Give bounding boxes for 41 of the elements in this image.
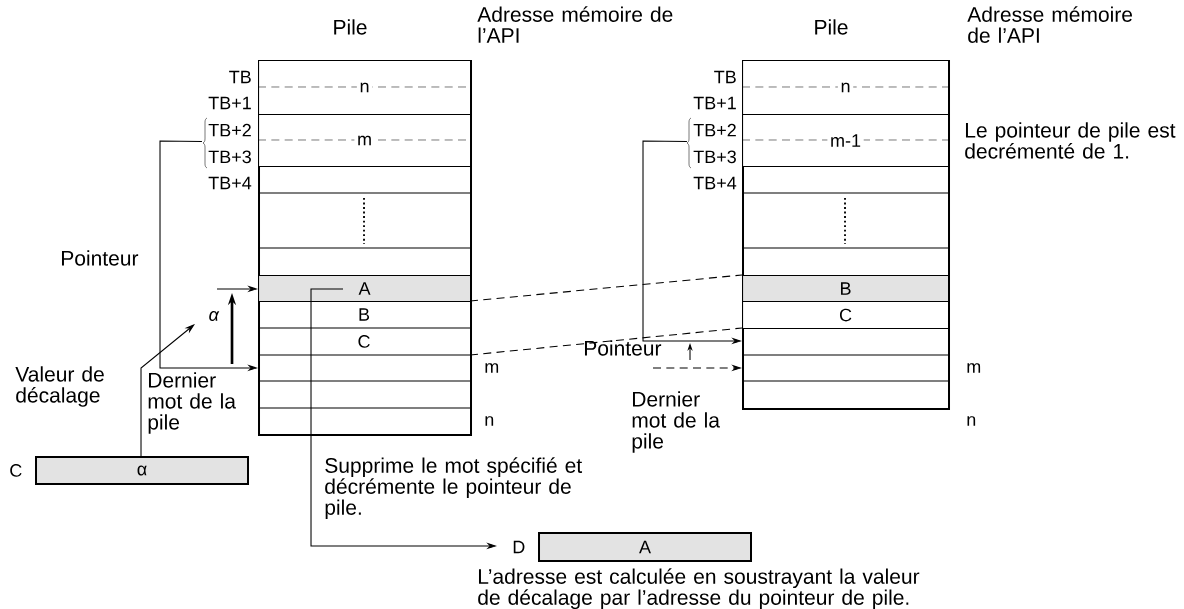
note-text: L’adresse est calculée en soustrayant la valeur de décalage par l’adresse du pointeur de pile. <box>478 568 920 609</box>
note-text: Adresse mémoire de l’API <box>477 6 673 43</box>
stack-cell: C <box>358 335 370 348</box>
register-label: C <box>10 464 22 477</box>
stack-cell: m <box>257 114 472 168</box>
dashed-line <box>469 327 743 356</box>
register-label: D <box>513 540 525 554</box>
note-text: Dernier mot de la pile <box>632 391 720 453</box>
register-box: α <box>35 456 249 485</box>
stack-cell: A <box>258 275 472 303</box>
stack-cell: B <box>742 275 950 303</box>
braced-address-label: TB+2 TB+3 <box>686 117 736 169</box>
address-label: TB+4 <box>693 176 737 190</box>
note-text: Dernier mot de la pile <box>148 372 236 434</box>
dashed-line <box>469 274 743 302</box>
note-text: Pointeur <box>585 340 662 356</box>
note-text: Le pointeur de pile est decrémenté de 1. <box>965 122 1176 159</box>
stack-cell: C <box>742 301 950 330</box>
address-label: TB <box>714 70 736 84</box>
address-label: n <box>967 416 976 426</box>
braced-address-label: TB+2 TB+3 <box>202 117 251 169</box>
register-box: A <box>538 532 752 562</box>
note-text: Pointeur <box>62 250 139 266</box>
stack-cell: n <box>741 60 950 116</box>
note-text: Valeur de décalage <box>15 366 104 407</box>
address-label: m <box>967 363 981 373</box>
address-label: TB+4 <box>208 176 252 190</box>
address-label: n <box>485 416 494 426</box>
note-text: Supprime le mot spécifié et décrémente le pointeur de pile. <box>325 457 582 520</box>
address-label: TB <box>229 70 251 84</box>
stack-cell: m-1 <box>741 114 950 168</box>
node-label: Pile <box>815 19 848 35</box>
stack-cell: n <box>257 60 472 116</box>
address-label: m <box>485 363 499 373</box>
note-text: Adresse mémoire de l’API <box>967 6 1133 43</box>
address-label: TB+1 <box>208 96 251 110</box>
node-label: Pile <box>334 19 367 35</box>
arrow <box>140 324 195 457</box>
address-label: TB+1 <box>693 96 736 110</box>
edge-label: α <box>209 311 220 321</box>
stack-cell: B <box>359 308 370 321</box>
